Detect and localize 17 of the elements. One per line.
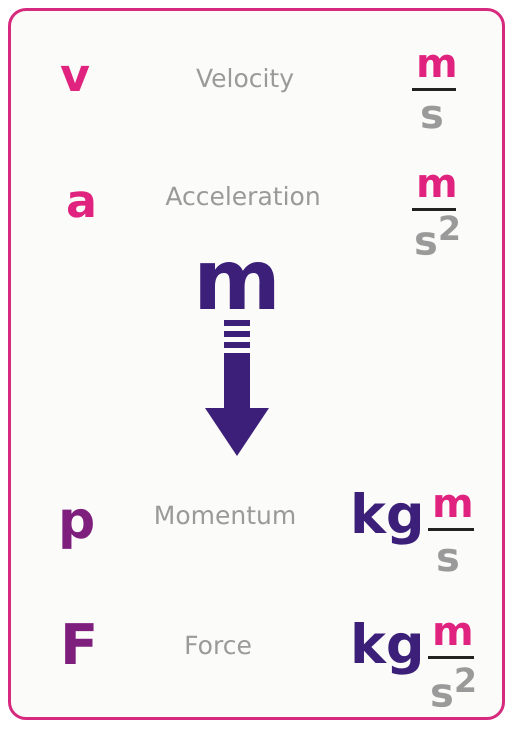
unit-numerator: m: [432, 612, 474, 652]
quantity-name: Acceleration: [165, 184, 321, 209]
unit-numerator: m: [416, 164, 458, 204]
unit-denominator: s: [436, 538, 460, 578]
symbol: p: [58, 495, 96, 547]
quantity-name: Momentum: [154, 503, 296, 528]
unit-numerator: m: [432, 484, 474, 524]
unit-numerator: m: [416, 44, 458, 84]
quantity-name: Velocity: [196, 66, 294, 91]
symbol: v: [60, 52, 90, 98]
symbol: F: [60, 618, 98, 674]
unit-denominator: s$^{2}$: [414, 212, 462, 262]
unit-denominator: s$^{2}$: [430, 664, 478, 714]
quantity-name: Force: [184, 633, 252, 658]
symbol: a: [66, 178, 98, 224]
unit-denominator: s: [420, 95, 444, 135]
mass-symbol: m: [193, 238, 281, 322]
